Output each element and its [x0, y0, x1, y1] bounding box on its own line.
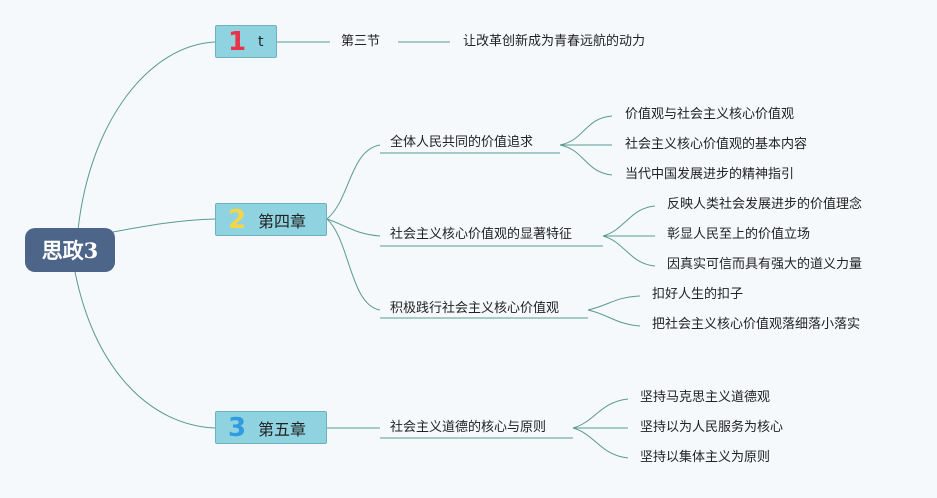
section-label: 积极践行社会主义核心价值观: [390, 301, 560, 316]
link-root-ch3: [74, 271, 216, 429]
topic-node-3-1-1[interactable]: 坚持马克思主义道德观: [640, 388, 770, 408]
section-node-2-3[interactable]: 积极践行社会主义核心价值观: [390, 299, 559, 319]
topic-label: 把社会主义核心价值观落细落小落实: [652, 317, 861, 332]
topic-label: 彰显人民至上的价值立场: [667, 227, 811, 242]
section-label: 全体人民共同的价值追求: [390, 135, 534, 150]
link-ch2-sec1: [326, 144, 381, 220]
topic-label: 价值观与社会主义核心价值观: [625, 107, 795, 122]
chapter-node-2[interactable]: 2 第四章: [215, 203, 327, 236]
link-s31-c3: [572, 427, 629, 459]
root-node[interactable]: 思政3: [25, 228, 115, 272]
link-root-ch2: [112, 218, 216, 233]
link-ch2-sec3: [326, 218, 381, 311]
topic-label: 因真实可信而具有强大的道义力量: [667, 257, 863, 272]
link-s21-c1: [559, 115, 613, 146]
topic-node-2-1-1[interactable]: 价值观与社会主义核心价值观: [625, 105, 794, 125]
chapter-number-3: 3: [227, 412, 247, 443]
topic-label: 坚持马克思主义道德观: [640, 390, 771, 405]
topic-node-2-1-2[interactable]: 社会主义核心价值观的基本内容: [625, 135, 807, 155]
topic-node-2-3-2[interactable]: 把社会主义核心价值观落细落小落实: [652, 315, 860, 335]
link-s21-c3: [559, 144, 613, 176]
chapter-label-2: 第四章: [258, 211, 307, 231]
section-node-1-1[interactable]: 第三节: [341, 32, 380, 52]
topic-node-3-1-2[interactable]: 坚持以为人民服务为核心: [640, 418, 783, 438]
link-s22-c1: [602, 205, 656, 237]
link-s31-c1: [572, 398, 629, 429]
section-label: 社会主义道德的核心与原则: [390, 420, 547, 435]
section-label: 第三节: [341, 34, 381, 49]
link-ch2-sec2: [326, 218, 381, 237]
link-s23-c2: [587, 309, 641, 327]
section-label: 社会主义核心价值观的显著特征: [390, 227, 573, 242]
chapter-label-3: 第五章: [258, 419, 307, 439]
section-node-2-1[interactable]: 全体人民共同的价值追求: [390, 133, 533, 153]
topic-label: 社会主义核心价值观的基本内容: [625, 137, 808, 152]
topic-label: 扣好人生的扣子: [652, 287, 744, 302]
topic-label: 坚持以为人民服务为核心: [640, 420, 784, 435]
section-node-2-2[interactable]: 社会主义核心价值观的显著特征: [390, 225, 572, 245]
chapter-node-1[interactable]: 1 t: [215, 25, 277, 58]
root-title: 思政3: [41, 238, 99, 263]
topic-label: 坚持以集体主义为原则: [640, 450, 771, 465]
topic-node-2-2-2[interactable]: 彰显人民至上的价值立场: [667, 225, 810, 245]
topic-node-2-1-3[interactable]: 当代中国发展进步的精神指引: [625, 165, 794, 185]
topic-label: 让改革创新成为青春远航的动力: [463, 34, 646, 49]
chapter-label-1: t: [258, 33, 264, 50]
section-node-3-1[interactable]: 社会主义道德的核心与原则: [390, 418, 546, 438]
topic-node-2-2-1[interactable]: 反映人类社会发展进步的价值理念: [667, 195, 862, 215]
topic-label: 反映人类社会发展进步的价值理念: [667, 197, 863, 212]
topic-node-2-2-3[interactable]: 因真实可信而具有强大的道义力量: [667, 255, 862, 275]
link-root-ch1: [77, 41, 216, 231]
chapter-number-1: 1: [227, 26, 247, 57]
topic-node-1-1-1[interactable]: 让改革创新成为青春远航的动力: [463, 32, 645, 52]
topic-node-3-1-3[interactable]: 坚持以集体主义为原则: [640, 448, 770, 468]
link-s22-c3: [602, 235, 656, 267]
chapter-node-3[interactable]: 3 第五章: [215, 411, 327, 444]
chapter-number-2: 2: [227, 204, 247, 235]
topic-label: 当代中国发展进步的精神指引: [625, 167, 795, 182]
link-s23-c1: [587, 295, 641, 311]
topic-node-2-3-1[interactable]: 扣好人生的扣子: [652, 285, 743, 305]
